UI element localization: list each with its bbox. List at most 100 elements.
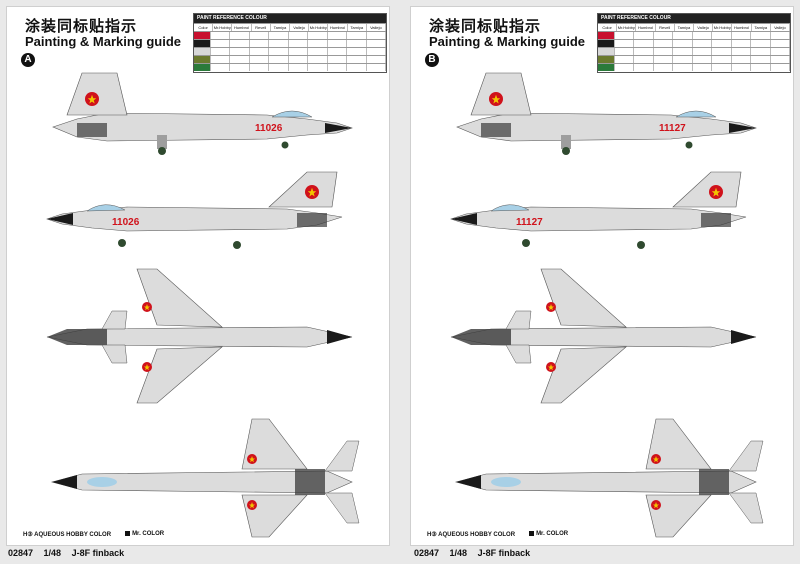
paint-row [194,47,386,55]
top-view [46,268,353,404]
guide-sheet-a: 涂装同标贴指示 Painting & Marking guide A PAINT… [6,6,390,546]
table-cell [230,56,250,63]
table-cell [347,64,367,71]
table-cell [751,40,771,47]
table-cell [289,40,309,47]
table-cell [308,64,328,71]
footer-product: 02847 1/48 J-8F finback [8,548,132,558]
wheel-shape [118,239,126,247]
nose-cone-shape [325,123,352,133]
side-view-left: 11026 [46,171,343,249]
canopy-shape [271,110,313,118]
table-cell [712,40,732,47]
tail-fin-shape [672,171,742,208]
table-cell [634,48,654,55]
scheme-badge: B [425,53,439,67]
col-header: Tamiya [675,24,695,31]
col-header: Humbrol [232,24,252,31]
tail-fin-shape [268,171,338,208]
paint-reference-rows [598,31,790,71]
table-cell [289,56,309,63]
wheel-shape [685,141,693,149]
paint-reference-table: PAINT REFERENCE COLOUR Color Mr.Hobby Hu… [597,13,791,73]
canopy-shape [675,110,717,118]
table-cell [732,56,752,63]
table-cell [771,40,790,47]
star-icon [711,187,721,197]
table-cell [771,56,790,63]
paint-reference-table: PAINT REFERENCE COLOUR Color Mr.Hobby Hu… [193,13,387,73]
star-icon [87,94,97,104]
table-cell [230,48,250,55]
title-chinese: 涂装同标贴指示 [429,18,542,35]
guide-sheet-b: 涂装同标贴指示 Painting & Marking guide B PAINT… [410,6,794,546]
col-header: Revell [656,24,675,31]
paint-reference-header: Color Mr.Hobby Humbrol Revell Tamiya Val… [598,23,791,31]
table-cell [367,32,386,39]
legend-mr-color: Mr. COLOR [529,531,568,538]
exhaust-section [47,329,107,345]
product-scale: 1/48 [43,548,62,558]
col-header: Mr.Hobby [213,24,233,31]
color-legend: H③ AQUEOUS HOBBY COLOR Mr. COLOR [23,531,164,538]
stabilizer-shape [728,440,764,472]
table-cell [347,40,367,47]
paint-row [194,55,386,63]
fuselage-shape [454,470,757,494]
star-icon [491,94,501,104]
tail-fin-shape [66,72,128,116]
legend-aqueous: H③ AQUEOUS HOBBY COLOR [23,532,112,538]
paint-reference-title: PAINT REFERENCE COLOUR [598,14,790,23]
wheel-shape [233,241,241,249]
canopy-shape [491,477,521,487]
table-cell [211,32,231,39]
square-icon [529,531,535,536]
table-cell [654,56,674,63]
paint-reference-header: Color Mr.Hobby Humbrol Revell Tamiya Val… [194,23,387,31]
table-cell [771,48,790,55]
table-cell [693,56,713,63]
side-view-left: 11127 [450,171,747,249]
legend-aqueous: H③ AQUEOUS HOBBY COLOR [427,532,516,538]
table-cell [673,48,693,55]
stabilizer-shape [505,344,532,364]
paint-row [194,39,386,47]
table-cell [654,40,674,47]
table-cell [230,32,250,39]
stabilizer-shape [324,440,360,472]
table-cell [673,64,693,71]
table-cell [211,40,231,47]
table-cell [250,48,270,55]
table-cell [732,32,752,39]
bottom-view [454,418,764,538]
color-swatch [194,32,211,39]
table-cell [712,64,732,71]
tail-fin-shape [470,72,532,116]
color-swatch [194,64,211,71]
table-cell [347,32,367,39]
wheel-shape [637,241,645,249]
wing-shape [136,346,223,404]
paint-row [598,39,790,47]
table-cell [250,32,270,39]
wheel-shape [158,147,166,155]
color-swatch [598,32,615,39]
table-cell [654,48,674,55]
star-icon [548,304,554,311]
top-view [450,268,757,404]
table-cell [712,32,732,39]
star-icon [548,364,554,371]
nose-cone-shape [451,213,477,225]
paint-reference-title: PAINT REFERENCE COLOUR [194,14,386,23]
table-cell [250,56,270,63]
color-swatch [194,48,211,55]
star-icon [653,456,659,463]
stabilizer-shape [101,310,128,330]
table-cell [269,56,289,63]
table-cell [634,32,654,39]
table-cell [654,64,674,71]
serial-number: 11026 [112,217,140,228]
engine-section [481,123,511,137]
stabilizer-shape [324,492,360,524]
